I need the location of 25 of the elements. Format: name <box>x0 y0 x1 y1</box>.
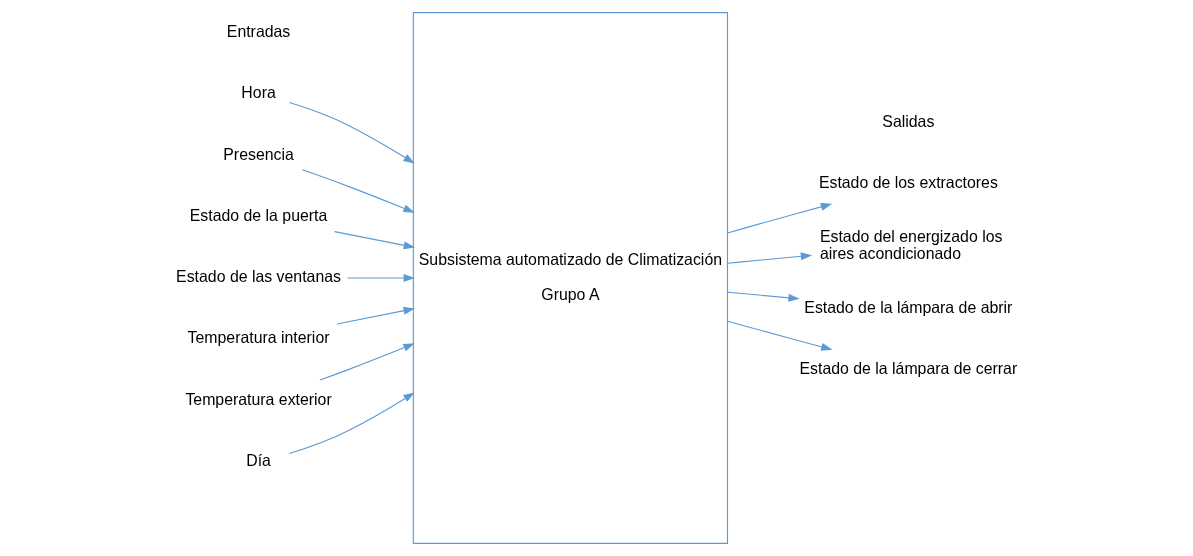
arrow <box>288 101 415 164</box>
arrow <box>288 392 415 455</box>
arrow <box>334 231 415 250</box>
label: Salidas <box>882 112 935 130</box>
node-text: Estado del energizado los aires acondicionado <box>819 227 1003 262</box>
arrow <box>727 202 833 234</box>
arrow <box>336 306 415 325</box>
node-text: Estado de los extractores <box>818 174 998 192</box>
label: Entradas <box>226 23 291 41</box>
node-text: Presencia <box>223 145 294 163</box>
node-text: Temperatura exterior <box>185 390 332 408</box>
node-text: Estado de la lámpara de cerrar <box>799 360 1018 378</box>
node-text: Día <box>246 451 271 469</box>
node-text: Estado de la lámpara de abrir <box>804 298 1013 316</box>
arrow <box>319 343 415 381</box>
node-text: Hora <box>241 84 276 102</box>
node-text: Estado de la puerta <box>189 206 328 224</box>
node-text: Temperatura interior <box>187 329 330 347</box>
arrow <box>301 169 415 213</box>
node-box: Subsistema automatizado de Climatización Grupo A <box>412 12 729 544</box>
arrow <box>347 274 415 282</box>
arrow <box>727 320 833 351</box>
node-text: Estado de las ventanas <box>176 268 341 286</box>
arrow <box>727 252 813 264</box>
arrow <box>727 291 800 302</box>
